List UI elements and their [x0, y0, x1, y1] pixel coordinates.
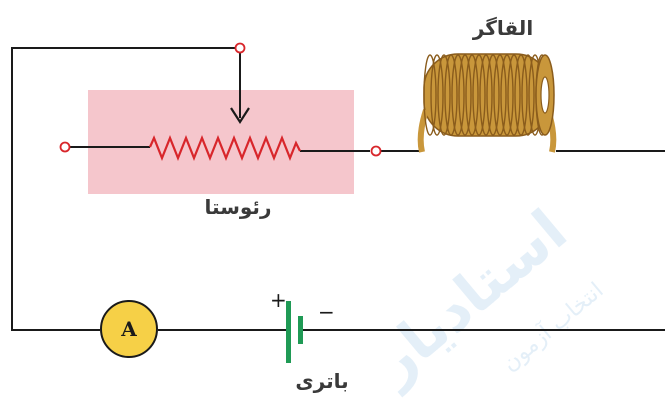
inductor-label: القاگر [472, 16, 533, 40]
wire-left-loop [11, 47, 240, 331]
coil-winding [500, 54, 514, 136]
rheostat-box [88, 90, 354, 194]
coil-core-hole [540, 76, 550, 114]
battery-positive-plate [286, 301, 291, 363]
coil-winding [465, 54, 479, 136]
resistor-zigzag [148, 135, 301, 161]
wires [11, 47, 665, 331]
battery-plus-sign: + [270, 288, 287, 312]
coil-winding [514, 54, 528, 136]
terminal-right [370, 145, 382, 157]
terminal-top [234, 42, 246, 54]
coil-winding [451, 54, 465, 136]
coil-winding [423, 54, 437, 136]
coil-winding [444, 54, 458, 136]
coil-winding [493, 54, 507, 136]
coil-winding [458, 54, 472, 136]
inductor-coil [417, 53, 557, 153]
watermark-main: استادیار [358, 196, 580, 397]
coil-winding [521, 54, 535, 136]
ammeter: A [100, 300, 158, 358]
slider-arrow-icon [230, 107, 250, 125]
battery-label: باتری [295, 369, 348, 393]
coil-winding [430, 54, 444, 136]
coil-winding [479, 54, 493, 136]
watermark: استادیار انتخاب آزمون [358, 196, 608, 397]
terminal-left [59, 141, 71, 153]
rheostat-label: رئوستا [205, 195, 272, 219]
battery-minus-sign: − [318, 300, 335, 324]
coil-winding [507, 54, 521, 136]
battery-negative-plate [298, 316, 303, 344]
coil-winding [437, 54, 451, 136]
coil-winding [486, 54, 500, 136]
ammeter-circle [100, 300, 158, 358]
ammeter-label: A [120, 317, 137, 341]
coil-winding [472, 54, 486, 136]
battery: + − [270, 288, 335, 363]
